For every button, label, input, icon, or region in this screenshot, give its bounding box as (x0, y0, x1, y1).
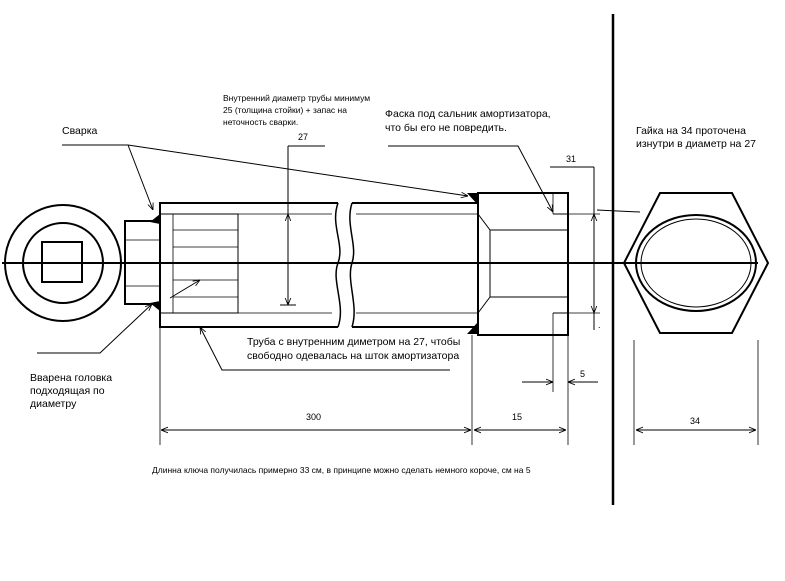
nut-note-1: Гайка на 34 проточена (636, 125, 746, 137)
pipe-left (159, 202, 342, 328)
nut-end-view (622, 192, 770, 334)
dim-34-label: 34 (690, 416, 700, 426)
head-note-1: Вварена головка (30, 372, 112, 384)
dim-15-label: 15 (512, 412, 522, 422)
head-note-3: диаметру (30, 398, 77, 410)
pipe-right (349, 193, 478, 334)
pipe-note-2: свободно одевалась на шток амортизатора (247, 350, 459, 362)
weld-label: Сварка (62, 125, 98, 137)
inner-diameter-note-2: 25 (толщина стойки) + запас на (223, 105, 347, 115)
dim-27 (280, 145, 325, 306)
dim-31-label: 31 (566, 154, 576, 164)
footer-note: Длинна ключа получилась примерно 33 см, … (152, 465, 531, 475)
chamfer-note-2: что бы его не повредить. (385, 122, 507, 134)
dim-5-label: 5 (580, 369, 585, 379)
dot-mark: . (598, 320, 601, 330)
chamfer-note-1: Фаска под сальник амортизатора, (385, 108, 551, 120)
inner-diameter-note-1: Внутренний диаметр трубы минимум (223, 93, 370, 103)
dim-34 (633, 340, 759, 445)
dim-300-label: 300 (306, 412, 321, 422)
dim-27-label: 27 (298, 132, 308, 142)
dim-5 (522, 335, 598, 445)
nut-note-2: изнутри в диаметр на 27 (636, 138, 756, 150)
dim-31 (550, 166, 600, 330)
inner-diameter-note-3: неточность сварки. (223, 117, 298, 127)
nut-side-view (477, 192, 569, 336)
head-note-2: подходящая по (30, 385, 105, 397)
leader-lines (37, 144, 641, 371)
dim-300 (159, 327, 473, 445)
pipe-note-1: Труба с внутренним диметром на 27, чтобы (247, 336, 460, 348)
